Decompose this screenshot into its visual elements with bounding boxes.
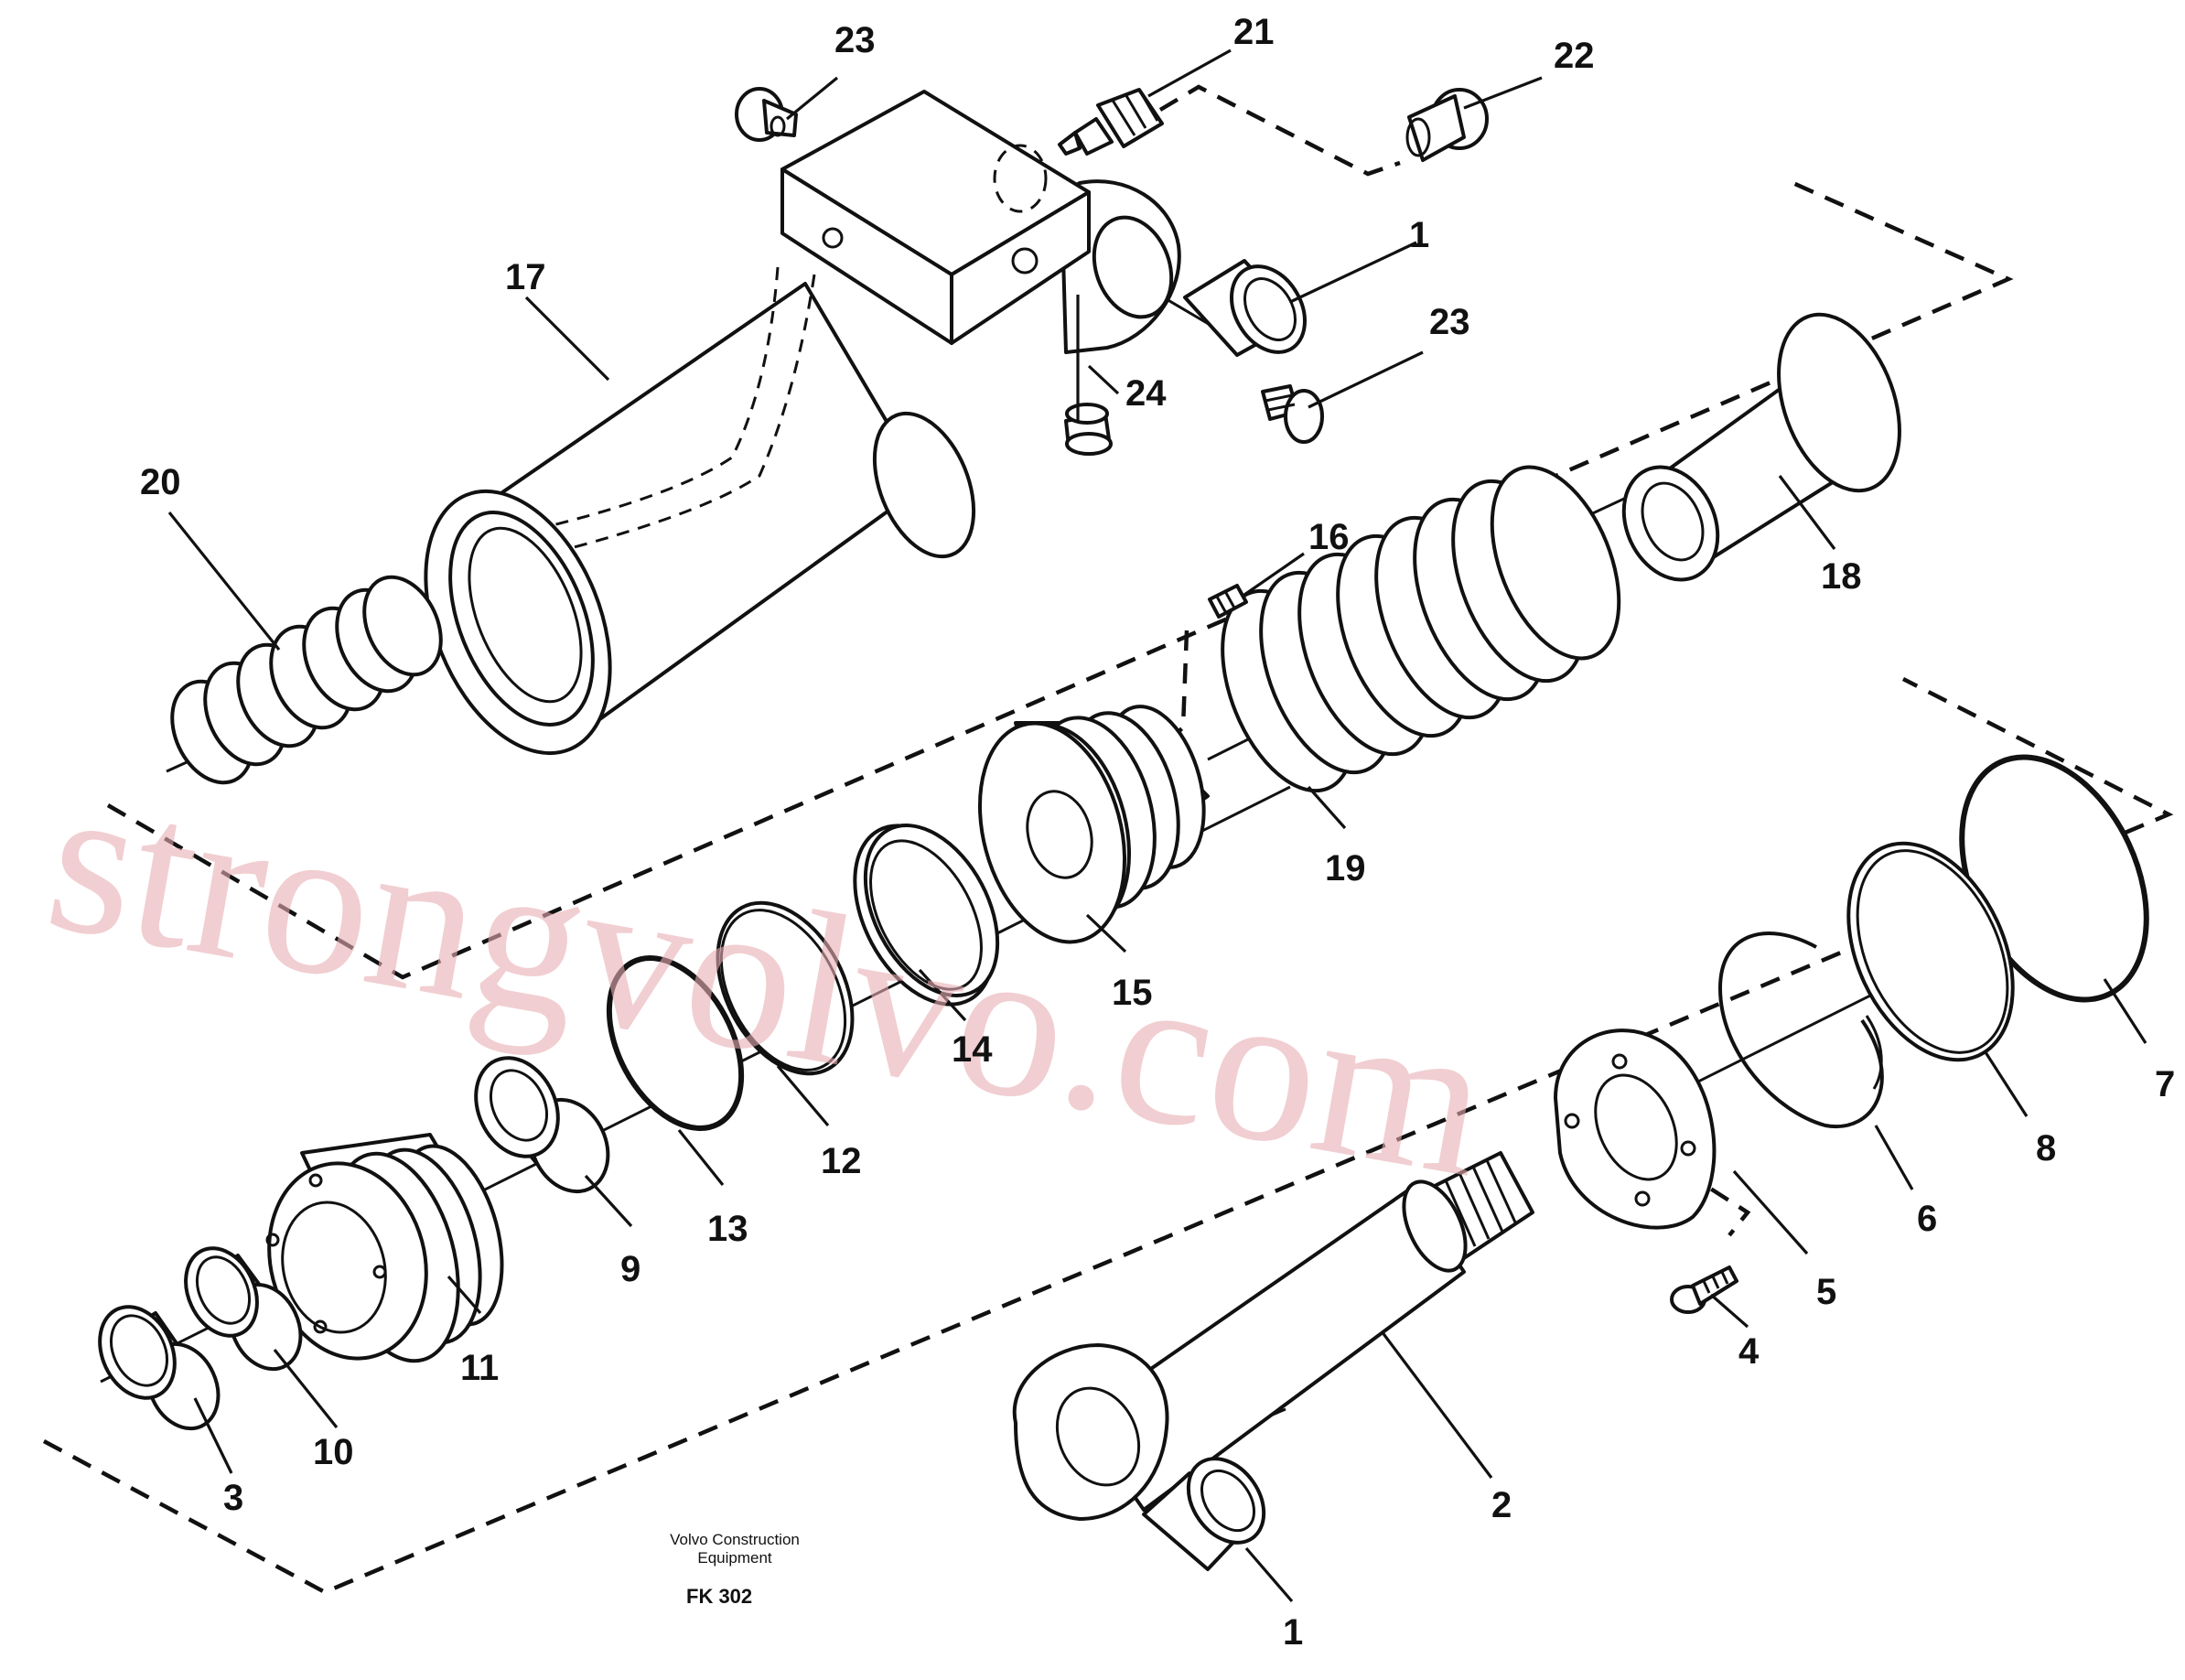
bracket-screw-4 (1682, 1169, 1751, 1237)
spring-20 (170, 575, 443, 785)
seal-10 (184, 1246, 303, 1372)
figure-code: FK 302 (686, 1585, 752, 1608)
callout-19: 19 (1325, 848, 1366, 888)
callout-4: 4 (1738, 1331, 1760, 1372)
callout-6: 6 (1917, 1199, 1937, 1239)
plug-22 (1405, 88, 1489, 162)
callout-11: 11 (460, 1348, 499, 1388)
snap-ring-13 (606, 955, 745, 1131)
ring-14 (853, 824, 1000, 1007)
split-ring-6 (1718, 932, 1884, 1129)
plug-23-top (735, 87, 798, 142)
callout-10: 10 (313, 1432, 354, 1472)
ring-12 (716, 900, 855, 1076)
callout-1-bottom: 1 (1283, 1612, 1303, 1653)
screw-4 (1670, 1265, 1738, 1314)
callout-1-top: 1 (1409, 215, 1429, 255)
valve-21 (1058, 88, 1164, 156)
plug-24 (1064, 403, 1113, 456)
figure-caption: Volvo Construction Equipment FK 302 (670, 1531, 800, 1608)
cylinder-head-11 (265, 1133, 504, 1363)
callout-3: 3 (223, 1478, 243, 1518)
caption-equipment: Equipment (697, 1549, 772, 1567)
callout-15: 15 (1112, 973, 1153, 1013)
callout-24: 24 (1125, 373, 1167, 414)
bracket-upper-group (106, 178, 2014, 980)
grub-screw-16 (1208, 584, 1248, 619)
caption-company: Volvo Construction (670, 1531, 800, 1548)
ring-8 (1846, 841, 2015, 1062)
bracket-grub-screw (1171, 630, 1189, 738)
bushing-1-top (1183, 259, 1307, 357)
callout-23-top: 23 (834, 20, 876, 60)
leader-lines (167, 48, 2147, 1603)
callout-12: 12 (821, 1141, 862, 1181)
callout-16: 16 (1308, 517, 1350, 557)
callout-17: 17 (505, 257, 546, 297)
piston-rod-2 (1012, 1151, 1534, 1521)
callout-20: 20 (140, 462, 181, 502)
watermark: strongvolvo.com (33, 736, 1503, 1222)
bushing-1-bottom (1142, 1457, 1266, 1571)
callout-5: 5 (1816, 1272, 1836, 1312)
callout-14: 14 (952, 1029, 993, 1070)
guide-tube-18 (1621, 312, 1901, 582)
callout-7: 7 (2155, 1064, 2175, 1104)
callout-8: 8 (2036, 1128, 2056, 1168)
callout-2: 2 (1491, 1485, 1512, 1525)
piston-15 (977, 705, 1210, 944)
bracket-valve-plugs (1158, 84, 1401, 177)
callout-21: 21 (1233, 12, 1275, 52)
callout-22: 22 (1554, 36, 1595, 76)
callout-numbers: 23 21 22 1 23 24 17 20 16 18 19 15 14 12… (140, 12, 2175, 1653)
bushing-9 (474, 1056, 610, 1194)
callout-13: 13 (707, 1209, 748, 1249)
flange-plate-5 (1554, 1028, 1717, 1230)
callout-18: 18 (1821, 556, 1862, 597)
plug-23-mid (1261, 384, 1324, 444)
bracket-lower-group (42, 676, 2174, 1595)
callout-23-mid: 23 (1429, 302, 1470, 342)
spring-19 (1221, 465, 1621, 793)
callout-9: 9 (620, 1249, 640, 1289)
cylinder-barrel-17 (424, 90, 1181, 756)
